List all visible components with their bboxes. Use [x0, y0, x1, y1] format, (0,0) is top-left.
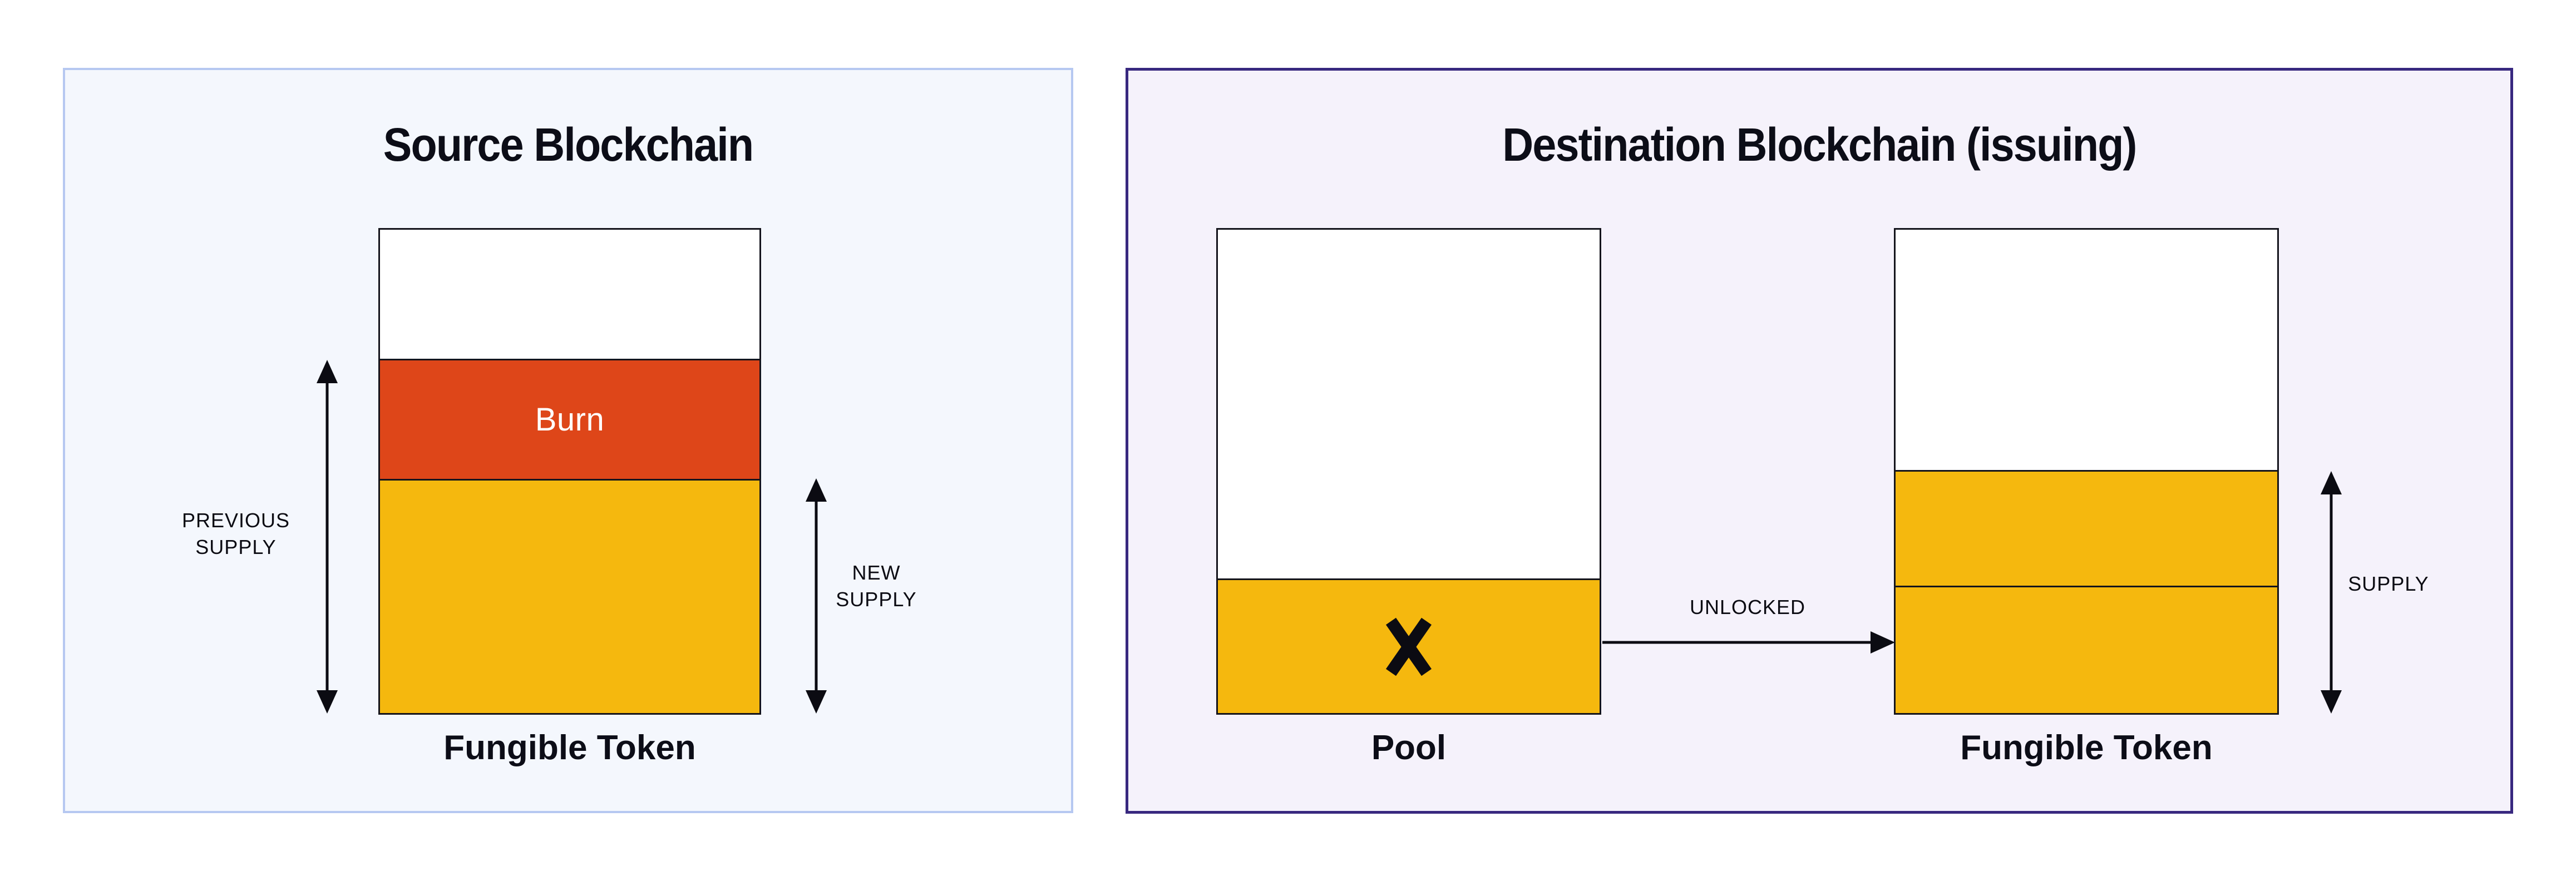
- destination-panel-title: Destination Blockchain (issuing): [1502, 118, 2137, 171]
- destination-bar-caption: Fungible Token: [1960, 729, 2213, 767]
- unlocked-label: UNLOCKED: [1689, 596, 1806, 618]
- new-supply-label: NEW SUPPLY: [821, 560, 932, 612]
- source-bar-supply-section: [380, 479, 759, 713]
- pool-bar: [1216, 228, 1601, 715]
- destination-bar-empty-section: [1896, 230, 2277, 470]
- destination-token-bar: [1894, 228, 2279, 715]
- source-panel-title: Source Blockchain: [383, 118, 754, 171]
- source-bar-burn-section: Burn: [380, 359, 759, 479]
- supply-label: SUPPLY: [2348, 572, 2429, 595]
- supply-arrow: [2321, 471, 2342, 714]
- previous-supply-label: PREVIOUS SUPPLY: [141, 507, 330, 560]
- previous-supply-label-line2: SUPPLY: [195, 535, 277, 558]
- pool-bar-locked-section: [1218, 578, 1600, 713]
- burn-label: Burn: [535, 402, 605, 438]
- crossed-out-x-icon: [1385, 617, 1432, 676]
- previous-supply-label-line1: PREVIOUS: [181, 509, 290, 532]
- destination-bar-supply-upper-section: [1896, 470, 2277, 586]
- source-bar-empty-section: [380, 230, 759, 359]
- destination-bar-supply-lower-section: [1896, 586, 2277, 713]
- pool-bar-caption: Pool: [1371, 729, 1447, 767]
- new-supply-arrow: [806, 478, 827, 714]
- source-token-bar: Burn: [378, 228, 761, 715]
- new-supply-label-line1: NEW: [852, 561, 901, 584]
- pool-bar-empty-section: [1218, 230, 1600, 578]
- unlocked-flow-arrow: [1602, 631, 1895, 654]
- new-supply-label-line2: SUPPLY: [836, 587, 917, 611]
- source-bar-caption: Fungible Token: [443, 729, 696, 767]
- previous-supply-arrow: [317, 360, 338, 714]
